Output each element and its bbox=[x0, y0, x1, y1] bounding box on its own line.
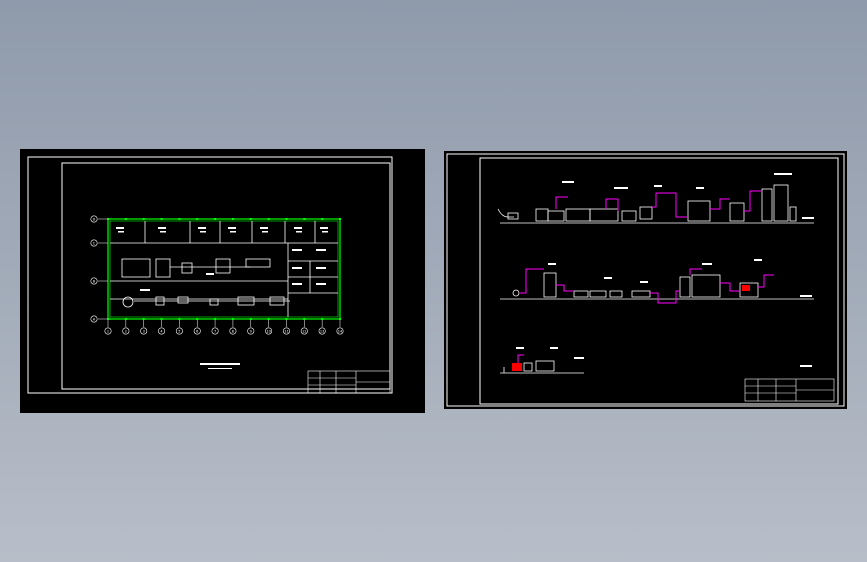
axis-bubble bbox=[90, 315, 98, 323]
column-mark bbox=[142, 318, 145, 320]
column-mark bbox=[303, 318, 306, 320]
column-mark bbox=[107, 218, 109, 220]
row-1-labels bbox=[562, 173, 814, 219]
axis-number: 14 bbox=[338, 330, 343, 334]
axis-bubble bbox=[158, 327, 166, 335]
axis-bubble bbox=[300, 327, 308, 335]
axis-number: 7 bbox=[214, 330, 216, 334]
column-mark bbox=[339, 218, 341, 220]
interior-walls bbox=[110, 221, 338, 317]
drawing-sheet-right[interactable] bbox=[444, 151, 847, 409]
axis-number: 2 bbox=[125, 330, 127, 334]
axis-letter: A bbox=[93, 317, 96, 321]
column-mark bbox=[321, 218, 324, 220]
column-mark bbox=[231, 218, 234, 220]
column-mark bbox=[249, 218, 252, 220]
room-label-marks bbox=[116, 227, 328, 291]
title-block-icon bbox=[307, 370, 391, 394]
axis-number: 4 bbox=[160, 330, 163, 334]
axis-number: 10 bbox=[266, 330, 270, 334]
axis-bubble bbox=[140, 327, 148, 335]
column-mark bbox=[285, 318, 288, 320]
axis-number: 1 bbox=[107, 330, 109, 334]
column-mark bbox=[160, 218, 163, 220]
axis-bubble bbox=[122, 327, 130, 335]
inner-frame bbox=[479, 157, 839, 405]
axis-number: 12 bbox=[302, 330, 306, 334]
axis-bubble bbox=[90, 215, 98, 223]
marker-icon bbox=[742, 285, 750, 291]
axis-number: 9 bbox=[250, 330, 252, 334]
axis-letter: B bbox=[93, 279, 96, 283]
pipe-icon bbox=[555, 190, 762, 218]
equipment-icon bbox=[503, 360, 555, 373]
axis-bubble bbox=[336, 327, 344, 335]
axis-number: 13 bbox=[320, 330, 324, 334]
equipment-icon bbox=[121, 258, 290, 308]
axis-letter: C bbox=[93, 241, 96, 245]
column-mark bbox=[196, 318, 199, 320]
equipment-icon bbox=[497, 184, 797, 222]
column-mark bbox=[249, 318, 252, 320]
column-mark bbox=[339, 318, 341, 320]
column-mark bbox=[160, 318, 163, 320]
pipe-icon bbox=[517, 354, 524, 363]
column-mark bbox=[267, 218, 270, 220]
row-3-labels bbox=[516, 347, 812, 367]
axis-bubble bbox=[193, 327, 201, 335]
outer-frame bbox=[27, 156, 393, 394]
column-mark bbox=[285, 218, 288, 220]
title-block-icon bbox=[744, 378, 835, 402]
process-elevation-drawing bbox=[446, 153, 845, 407]
axis-bubble bbox=[318, 327, 326, 335]
axis-bubble bbox=[211, 327, 219, 335]
axis-number: 11 bbox=[284, 330, 288, 334]
column-mark bbox=[124, 218, 127, 220]
process-row-2 bbox=[500, 259, 814, 304]
column-mark bbox=[196, 218, 199, 220]
column-mark bbox=[231, 318, 234, 320]
axis-bubble bbox=[90, 239, 98, 247]
column-mark bbox=[178, 318, 181, 320]
column-mark bbox=[124, 318, 127, 320]
column-mark bbox=[214, 318, 217, 320]
axis-bubble bbox=[265, 327, 273, 335]
axis-letter: D bbox=[93, 217, 96, 221]
axis-number: 8 bbox=[232, 330, 234, 334]
process-row-3 bbox=[500, 347, 812, 374]
marker-icon bbox=[512, 363, 522, 371]
outer-frame bbox=[446, 153, 845, 407]
building-walls bbox=[107, 218, 341, 320]
axis-number: 6 bbox=[196, 330, 198, 334]
plan-scale-mark bbox=[208, 368, 232, 369]
column-mark bbox=[142, 218, 145, 220]
row-2-labels bbox=[548, 259, 812, 297]
column-mark bbox=[178, 218, 181, 220]
column-mark bbox=[214, 218, 217, 220]
column-mark bbox=[107, 318, 109, 320]
axis-bubble bbox=[247, 327, 255, 335]
axis-bubble bbox=[90, 277, 98, 285]
axis-number: 5 bbox=[178, 330, 180, 334]
axis-bubble bbox=[175, 327, 183, 335]
axis-bubble bbox=[282, 327, 290, 335]
axis-bubble bbox=[104, 327, 112, 335]
column-mark bbox=[321, 318, 324, 320]
process-row-1 bbox=[497, 173, 814, 224]
column-mark bbox=[267, 318, 270, 320]
column-mark bbox=[303, 218, 306, 220]
inner-frame bbox=[61, 162, 391, 390]
axis-number: 3 bbox=[143, 330, 145, 334]
plan-caption-mark bbox=[200, 363, 240, 365]
axis-bubble bbox=[229, 327, 237, 335]
equipment-icon bbox=[512, 272, 759, 298]
pipe-icon bbox=[520, 268, 774, 304]
